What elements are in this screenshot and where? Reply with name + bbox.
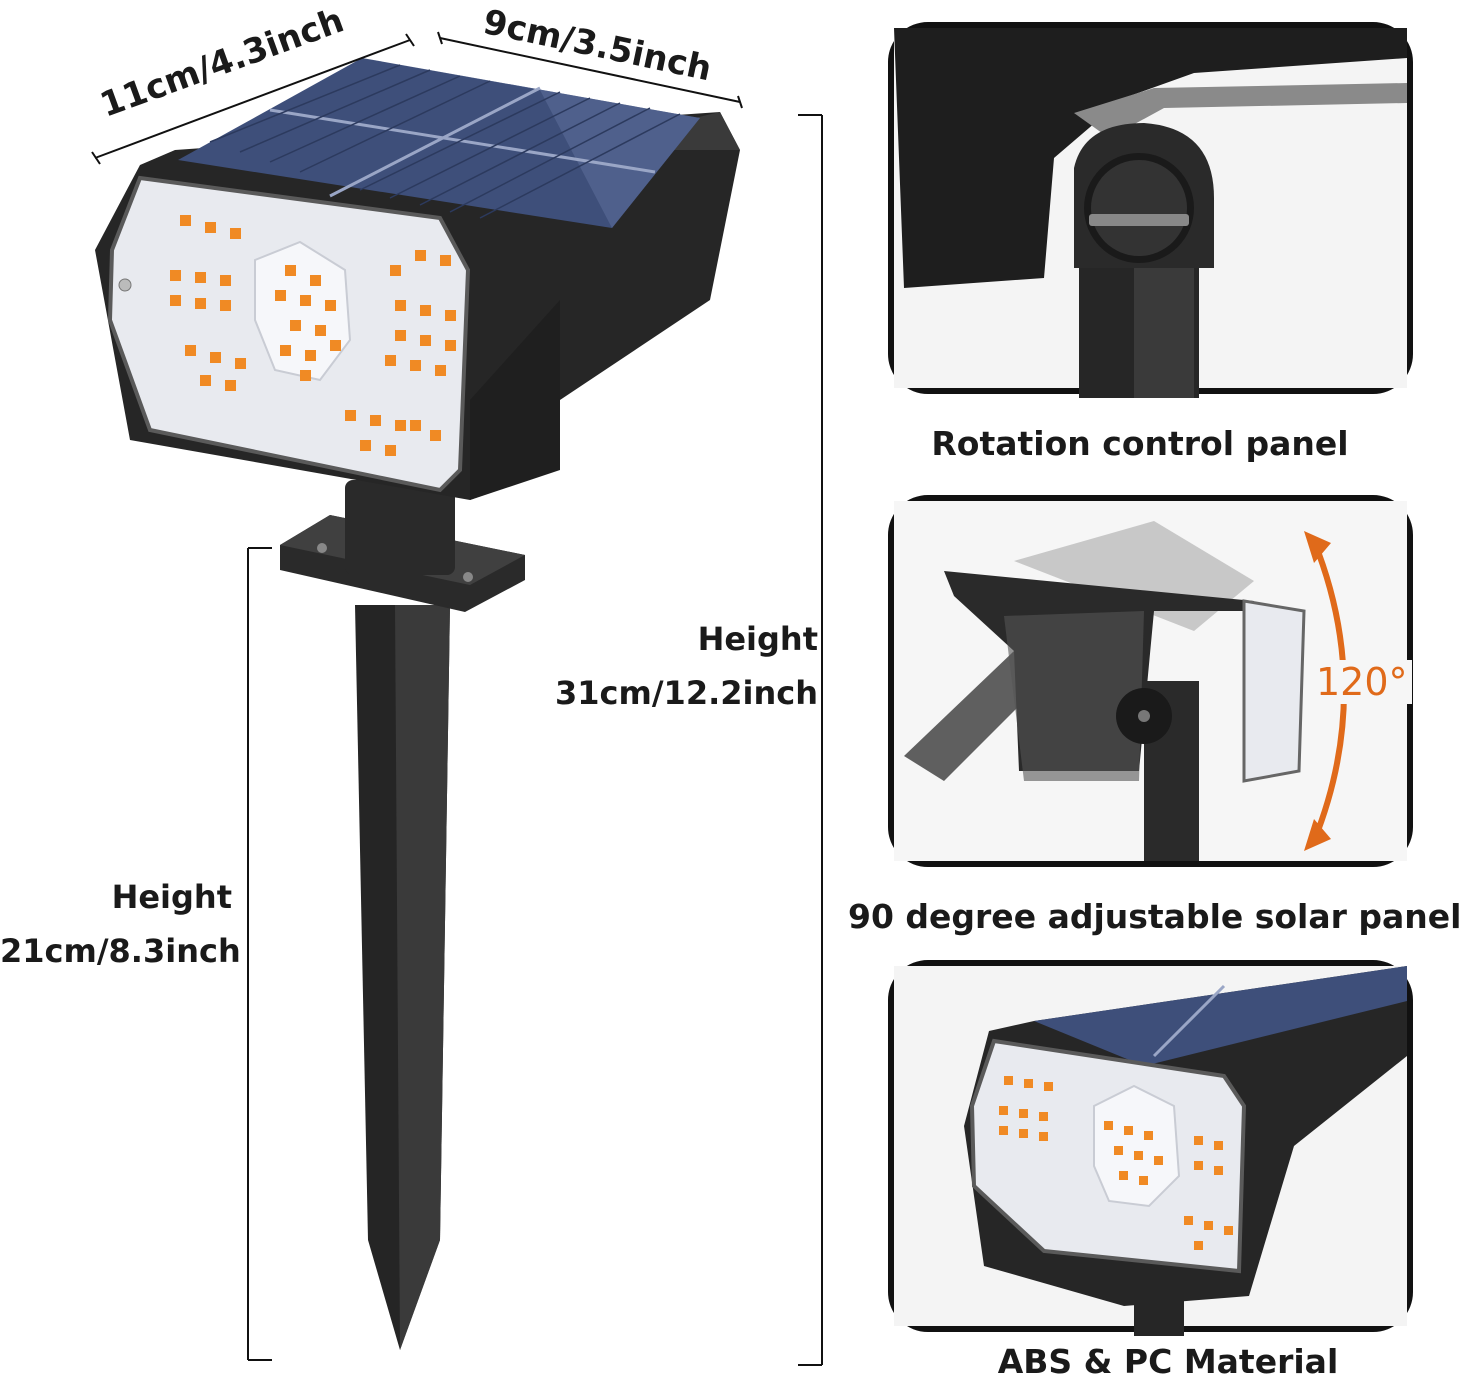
led-dot xyxy=(200,375,211,386)
led-dot xyxy=(1114,1146,1123,1155)
led-dot xyxy=(385,445,396,456)
angle-label: 120° xyxy=(1312,660,1412,704)
led-dot xyxy=(1044,1082,1053,1091)
led-dot xyxy=(415,250,426,261)
led-dot xyxy=(170,270,181,281)
led-dot xyxy=(390,265,401,276)
led-dot xyxy=(1224,1226,1233,1235)
led-dot xyxy=(1039,1112,1048,1121)
led-dot xyxy=(420,335,431,346)
led-dot xyxy=(300,295,311,306)
led-dot xyxy=(1139,1176,1148,1185)
led-dot xyxy=(1004,1076,1013,1085)
stake-height-label: Height 21cm/8.3inch xyxy=(0,870,241,978)
led-dot xyxy=(195,272,206,283)
led-dot xyxy=(1124,1126,1133,1135)
led-dot xyxy=(290,320,301,331)
led-dot xyxy=(420,305,431,316)
led-dot xyxy=(999,1126,1008,1135)
material-panel-image xyxy=(888,960,1413,1336)
width-dimension-line xyxy=(94,39,411,159)
led-dot xyxy=(370,415,381,426)
led-dot xyxy=(410,420,421,431)
led-dot xyxy=(1039,1132,1048,1141)
total-height-value: 31cm/12.2inch xyxy=(555,674,818,712)
led-dot xyxy=(310,275,321,286)
led-dot xyxy=(170,295,181,306)
led-dot xyxy=(395,420,406,431)
led-dot xyxy=(385,355,396,366)
led-dot xyxy=(285,265,296,276)
led-dot xyxy=(1134,1151,1143,1160)
led-dot xyxy=(1204,1221,1213,1230)
led-dot xyxy=(1104,1121,1113,1130)
depth-dimension-line xyxy=(439,37,741,103)
led-dot xyxy=(345,410,356,421)
stake-height-bracket xyxy=(247,547,272,1361)
stake-height-value: 21cm/8.3inch xyxy=(0,932,241,970)
led-dot xyxy=(360,440,371,451)
rotation-control-panel-image xyxy=(888,22,1413,398)
neck-pole xyxy=(345,480,455,575)
solar-panel xyxy=(178,58,700,228)
total-height-label: Height 31cm/12.2inch xyxy=(540,612,818,720)
total-height-bracket xyxy=(798,114,823,1366)
total-height-title: Height xyxy=(697,620,818,658)
led-lens xyxy=(107,175,471,493)
led-dot xyxy=(1194,1241,1203,1250)
led-dot xyxy=(1019,1109,1028,1118)
led-dot xyxy=(445,340,456,351)
led-dot xyxy=(1214,1141,1223,1150)
solar-light-illustration xyxy=(91,31,823,1366)
led-dot xyxy=(1154,1156,1163,1165)
led-dot xyxy=(185,345,196,356)
led-dot xyxy=(1019,1129,1028,1138)
led-dot xyxy=(230,228,241,239)
led-dot xyxy=(330,340,341,351)
rotation-control-caption: Rotation control panel xyxy=(931,424,1349,463)
stake-height-title: Height xyxy=(111,878,232,916)
led-dot xyxy=(440,255,451,266)
led-dot xyxy=(395,330,406,341)
led-dot xyxy=(445,310,456,321)
led-dot xyxy=(325,300,336,311)
material-caption: ABS & PC Material xyxy=(997,1342,1339,1381)
led-dot xyxy=(1144,1131,1153,1140)
led-dot xyxy=(220,275,231,286)
led-dot xyxy=(1184,1216,1193,1225)
led-dot xyxy=(275,290,286,301)
led-dot xyxy=(999,1106,1008,1115)
led-dot xyxy=(1194,1161,1203,1170)
led-dot xyxy=(280,345,291,356)
led-array xyxy=(170,215,456,456)
led-dot xyxy=(410,360,421,371)
led-dot xyxy=(435,365,446,376)
led-dot xyxy=(205,222,216,233)
led-dot xyxy=(305,350,316,361)
led-dot xyxy=(180,215,191,226)
led-dot xyxy=(300,370,311,381)
led-dot xyxy=(195,298,206,309)
led-dot xyxy=(220,300,231,311)
ground-stake xyxy=(355,605,450,1350)
led-dot xyxy=(395,300,406,311)
adjustable-panel-caption: 90 degree adjustable solar panel xyxy=(848,897,1462,936)
led-dot xyxy=(225,380,236,391)
led-dot xyxy=(1214,1166,1223,1175)
led-dot xyxy=(1194,1136,1203,1145)
led-dot xyxy=(315,325,326,336)
led-dot xyxy=(210,352,221,363)
led-dot xyxy=(235,358,246,369)
led-dot xyxy=(1024,1079,1033,1088)
led-dot xyxy=(430,430,441,441)
led-dot xyxy=(1119,1171,1128,1180)
